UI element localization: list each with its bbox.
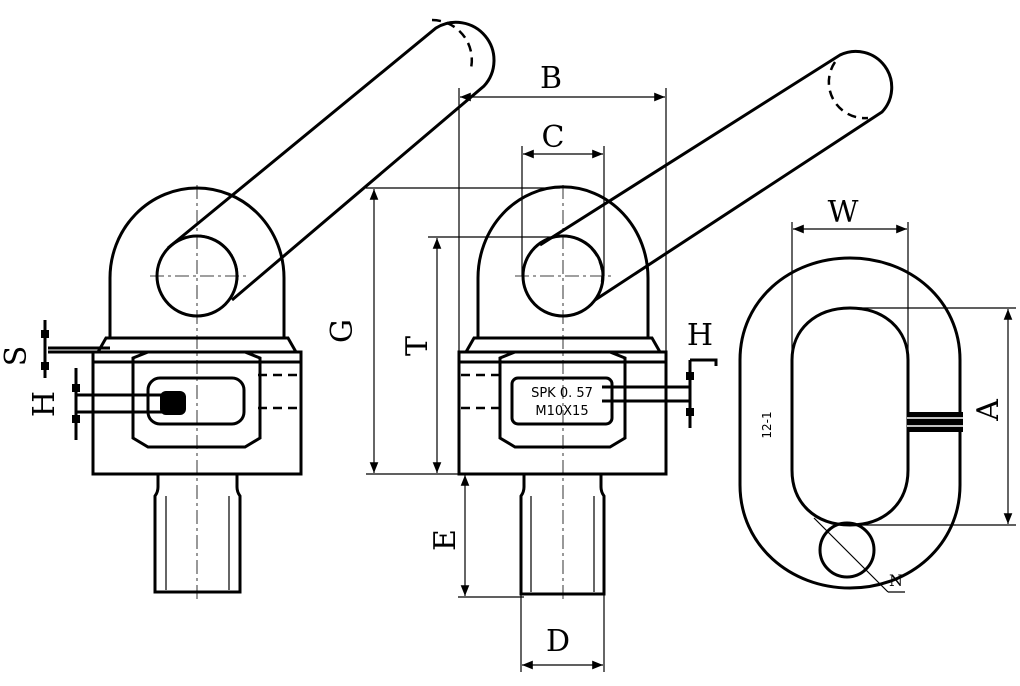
dimension-e: E xyxy=(428,475,524,598)
left-lifting-bar xyxy=(155,18,496,318)
left-lock-screw xyxy=(41,320,186,440)
center-threaded-stud xyxy=(519,475,606,596)
label-d: D xyxy=(546,624,570,659)
dimension-b: B xyxy=(458,61,667,352)
weld-band xyxy=(907,412,963,432)
center-front-view: SPK 0. 57 M10X15 xyxy=(325,49,894,672)
left-threaded-stud xyxy=(153,475,242,594)
oval-link-inner xyxy=(790,306,910,527)
label-s: S xyxy=(0,346,34,367)
label-c: C xyxy=(542,120,565,155)
nameplate-line2: M10X15 xyxy=(535,404,588,419)
dimension-g: G xyxy=(325,187,560,475)
label-e: E xyxy=(428,529,463,551)
dimension-t: T xyxy=(400,236,560,473)
label-h-right: H xyxy=(687,318,713,353)
center-lock-screw xyxy=(602,358,718,428)
dimension-d: D xyxy=(520,594,605,672)
dimension-a: A xyxy=(850,307,1016,526)
label-a: A xyxy=(971,399,1006,422)
nameplate: SPK 0. 57 M10X15 xyxy=(510,376,614,426)
label-g: G xyxy=(325,319,360,343)
oval-link-outer xyxy=(738,256,962,590)
link-mark: 12-1 xyxy=(760,411,774,438)
dimension-w: W xyxy=(791,195,909,360)
label-t: T xyxy=(400,336,435,356)
label-b: B xyxy=(540,61,562,96)
center-body: SPK 0. 57 M10X15 xyxy=(457,350,668,476)
section-circle: N xyxy=(813,517,905,593)
label-w: W xyxy=(828,195,859,230)
dimension-c: C xyxy=(521,120,605,276)
label-n: N xyxy=(889,571,903,590)
oval-link-view: N W A 12-1 xyxy=(738,195,1016,593)
label-h-left: H xyxy=(27,391,62,417)
left-side-view: S H xyxy=(0,18,496,600)
nameplate-line1: SPK 0. 57 xyxy=(531,386,593,401)
